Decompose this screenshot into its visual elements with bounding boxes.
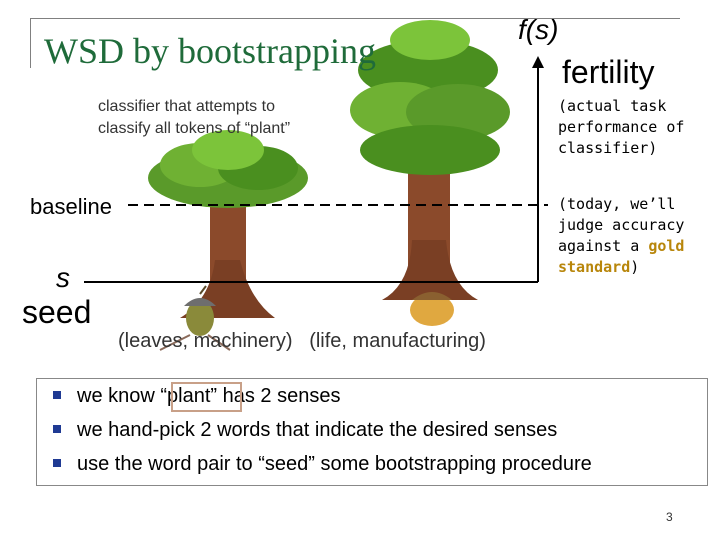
s-label: s <box>56 262 70 293</box>
bullet-icon <box>53 458 61 467</box>
pointer-arrow <box>159 334 191 351</box>
performance-note: (actual task performance of classifier) <box>558 97 685 157</box>
slide-title: WSD by bootstrapping <box>44 31 376 71</box>
axis-title: fertility <box>562 54 655 90</box>
classifier-note: classifier that attempts to classify all… <box>98 98 291 137</box>
seed-words: (leaves, machinery) (life, manufacturing… <box>118 330 486 353</box>
list-item: we hand-pick 2 words that indicate the d… <box>53 419 557 442</box>
acorn-icon <box>410 292 454 326</box>
acorn-icon <box>184 285 216 336</box>
tree-icon <box>350 20 510 300</box>
page-number: 3 <box>666 510 673 524</box>
bullet-list: we know “plant” has 2 senses we hand-pic… <box>36 378 708 486</box>
pointer-arrow <box>207 334 231 351</box>
list-item: use the word pair to “seed” some bootstr… <box>53 453 592 476</box>
axis-label: f(s) <box>518 14 559 45</box>
frame-left-line <box>30 18 31 68</box>
seed-label: seed <box>22 294 92 330</box>
list-item: we know “plant” has 2 senses <box>53 385 340 408</box>
bullet-text: we know “plant” has 2 senses <box>77 385 341 407</box>
baseline-label: baseline <box>30 194 112 219</box>
gold-standard-text: gold standard <box>558 237 685 276</box>
seed-words-first: (leaves, machinery) <box>118 330 293 352</box>
tree-icon <box>148 130 308 318</box>
bullet-text: use the word pair to “seed” some bootstr… <box>77 453 592 475</box>
bullet-text: we hand-pick 2 words that indicate the d… <box>77 419 558 441</box>
seed-words-second: (life, manufacturing) <box>309 330 486 352</box>
highlight-box <box>171 382 242 412</box>
arrow-up-icon <box>532 56 544 68</box>
accuracy-note-suffix: ) <box>630 258 640 276</box>
accuracy-note-prefix: (today, we’ll judge accuracy against a <box>558 195 685 255</box>
bullet-icon <box>53 424 61 433</box>
accuracy-note: (today, we’ll judge accuracy against a g… <box>558 194 718 278</box>
bullet-icon <box>53 390 61 399</box>
frame-top-line <box>30 18 680 19</box>
